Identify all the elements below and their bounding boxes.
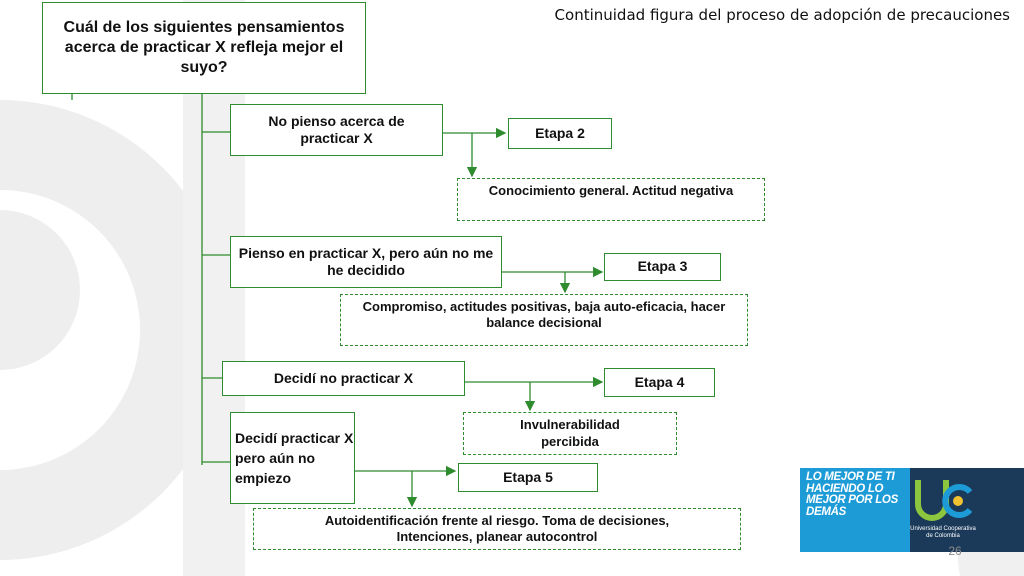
page-number: 26 — [948, 544, 962, 558]
question-text: Cuál de los siguientes pensamientos acer… — [63, 19, 345, 76]
ucc-logo-icon — [915, 480, 973, 521]
stage-label-3: Etapa 3 — [637, 258, 688, 275]
question-box: Cuál de los siguientes pensamientos acer… — [42, 2, 366, 94]
stage-box-2: Etapa 2 — [508, 118, 612, 149]
university-logo: LO MEJOR DE TI HACIENDO LO MEJOR POR LOS… — [800, 468, 1024, 552]
thought-box-2: Pienso en practicar X, pero aún no me he… — [230, 236, 502, 288]
description-box-4: Invulnerabilidad percibida — [463, 412, 677, 455]
slide-title: Continuidad figura del proceso de adopci… — [554, 6, 1010, 24]
description-text-4: Invulnerabilidad percibida — [520, 417, 620, 449]
stage-box-5: Etapa 5 — [458, 463, 598, 492]
stage-box-3: Etapa 3 — [604, 253, 721, 281]
thought-text-3: Decidí no practicar X — [273, 369, 414, 386]
thought-box-1: No pienso acerca de practicar X — [230, 104, 443, 156]
stage-label-5: Etapa 5 — [503, 468, 553, 485]
description-box-5: Autoidentificación frente al riesgo. Tom… — [253, 508, 741, 550]
stage-box-4: Etapa 4 — [604, 368, 715, 397]
stage-label-2: Etapa 2 — [535, 124, 585, 141]
logo-slogan: LO MEJOR DE TI HACIENDO LO MEJOR POR LOS… — [800, 468, 910, 552]
thought-box-3: Decidí no practicar X — [222, 361, 465, 396]
stage-label-4: Etapa 4 — [634, 373, 685, 390]
description-text-5: Autoidentificación frente al riesgo. Tom… — [324, 512, 670, 544]
description-text-3: Compromiso, actitudes positivas, baja au… — [362, 299, 726, 331]
description-text-2: Conocimiento general. Actitud negativa — [488, 183, 734, 198]
thought-text-2: Pienso en practicar X, pero aún no me he… — [238, 244, 494, 279]
description-box-2: Conocimiento general. Actitud negativa — [457, 178, 765, 221]
thought-box-4: Decidí practicar X pero aún no empiezo — [230, 412, 355, 504]
logo-university-name: Universidad Cooperativa de Colombia — [910, 526, 976, 539]
description-box-3: Compromiso, actitudes positivas, baja au… — [340, 294, 748, 346]
thought-text-4: Decidí practicar X pero aún no empiezo — [235, 429, 354, 487]
thought-text-1: No pienso acerca de practicar X — [268, 112, 405, 147]
